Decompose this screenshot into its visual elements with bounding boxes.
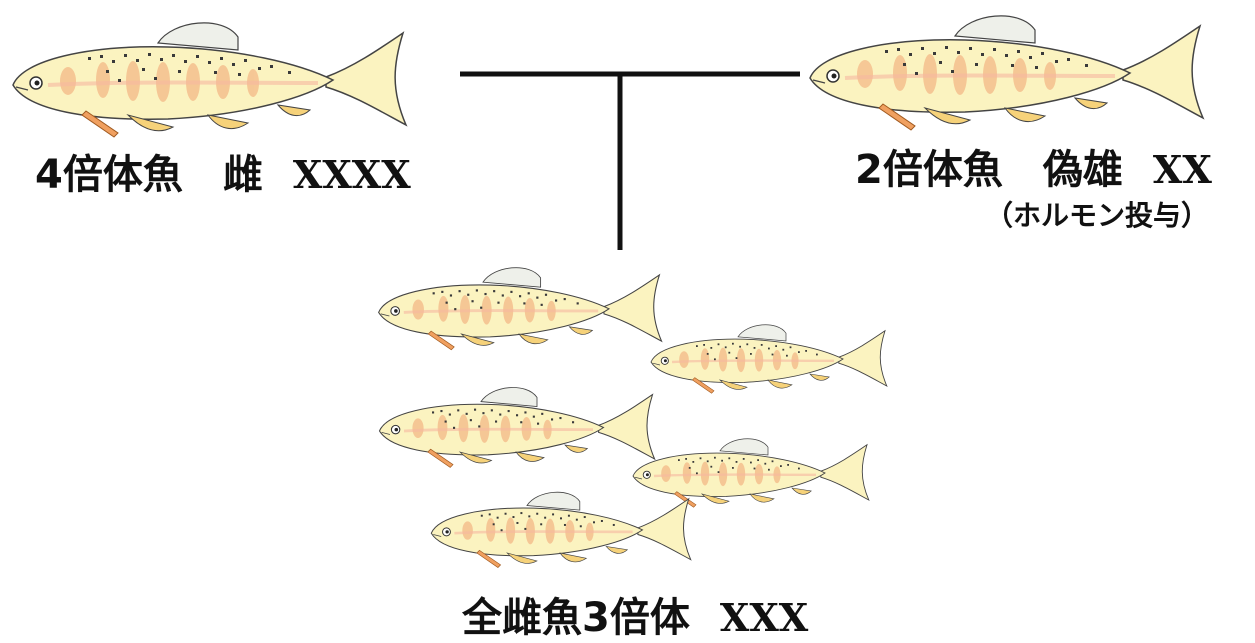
parent-female-genotype: XXXX (293, 152, 411, 197)
trout-icon (379, 268, 662, 350)
parent-male-name: 2倍体魚 偽雄 (855, 147, 1123, 193)
parent-female-name: 4倍体魚 雌 (35, 152, 263, 198)
trout-icon (810, 16, 1203, 130)
trout-icon (431, 492, 690, 567)
parent-male-label: 2倍体魚 偽雄 XX (855, 150, 1212, 190)
parent-male-genotype: XX (1153, 147, 1212, 192)
trout-icon (13, 23, 406, 137)
trout-icon (380, 388, 655, 468)
offspring-label: 全雌魚3倍体 XXX (462, 598, 808, 638)
offspring-name: 全雌魚3倍体 (462, 595, 690, 641)
parent-male-note: （ホルモン投与） (985, 202, 1209, 230)
trout-icon (633, 439, 869, 507)
trout-icon (651, 325, 887, 393)
offspring-genotype: XXX (720, 595, 808, 640)
parent-female-label: 4倍体魚 雌 XXXX (35, 155, 411, 195)
